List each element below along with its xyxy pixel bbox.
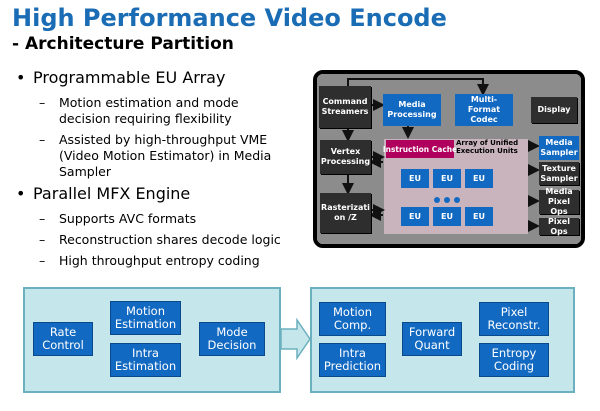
dash-glyph: – (39, 253, 46, 268)
forward-quant-block: Forward Quant (402, 322, 462, 356)
eu-block: EU (465, 207, 493, 226)
display-block: Display (531, 97, 577, 123)
eu-block: EU (465, 169, 493, 188)
bullet-mfx-engine: • Parallel MFX Engine (16, 184, 191, 203)
sub-bullet-line: Motion estimation and mode (59, 95, 239, 110)
motion-comp-block: Motion Comp. (319, 302, 386, 336)
sub-bullet-line: Sampler (59, 164, 112, 179)
dash-glyph: – (39, 232, 46, 247)
sub-bullet-motion-estimation: – Motion estimation and mode decision re… (39, 95, 239, 127)
entropy-coding-block: Entropy Coding (479, 343, 549, 377)
sub-bullet-line: Supports AVC formats (59, 211, 197, 226)
pipeline-arrow-icon (281, 318, 311, 360)
page-subtitle: - Architecture Partition (12, 34, 234, 54)
rate-control-block: Rate Control (33, 322, 93, 356)
page-title: High Performance Video Encode (12, 4, 447, 32)
eu-array-label: Array of Unified Execution Units (456, 139, 519, 155)
bullet-eu-array-text: Programmable EU Array (33, 68, 226, 87)
architecture-arrows (342, 78, 540, 232)
sub-bullet-avc: – Supports AVC formats (39, 211, 197, 227)
media-processing-block: Media Processing (383, 94, 441, 126)
eu-ellipsis-dot (444, 197, 450, 203)
sub-bullet-vme: – Assisted by high-throughput VME (Video… (39, 132, 272, 180)
bullet-glyph: • (16, 68, 26, 87)
sub-bullet-line: High throughput entropy coding (59, 253, 260, 268)
intra-estimation-block: Intra Estimation (110, 343, 181, 377)
eu-block: EU (433, 169, 461, 188)
eu-ellipsis-dot (454, 197, 460, 203)
sub-bullet-line: Reconstruction shares decode logic (59, 232, 281, 247)
vertex-processing-block: Vertex Processing (320, 140, 371, 174)
mode-decision-block: Mode Decision (199, 322, 265, 356)
eu-ellipsis-dot (434, 197, 440, 203)
motion-estimation-block: Motion Estimation (110, 301, 181, 335)
eu-block: EU (433, 207, 461, 226)
eu-block: EU (401, 207, 429, 226)
sub-bullet-line: (Video Motion Estimator) in Media (59, 148, 272, 163)
rasterization-block: Rasterizati on /Z (320, 193, 371, 233)
multiformat-codec-block: Multi-Format Codec (455, 94, 513, 126)
command-streamers-block: Command Streamers (319, 86, 371, 128)
sub-bullet-line: Assisted by high-throughput VME (59, 132, 268, 147)
dash-glyph: – (39, 132, 46, 147)
bullet-eu-array: • Programmable EU Array (16, 68, 226, 87)
intra-prediction-block: Intra Prediction (319, 343, 386, 377)
instruction-cache-block: Instruction Cache (383, 140, 457, 158)
bullet-mfx-engine-text: Parallel MFX Engine (33, 184, 191, 203)
dash-glyph: – (39, 95, 46, 110)
media-sampler-block: Media Sampler (539, 136, 579, 160)
dash-glyph: – (39, 211, 46, 226)
bullet-glyph: • (16, 184, 26, 203)
pixel-reconstr-block: Pixel Reconstr. (479, 302, 549, 336)
texture-sampler-block: Texture Sampler (539, 162, 579, 185)
media-pixel-ops-block: Media Pixel Ops (539, 187, 579, 216)
pixel-ops-block: Pixel Ops (539, 217, 579, 236)
sub-bullet-entropy: – High throughput entropy coding (39, 253, 260, 269)
sub-bullet-reconstruction: – Reconstruction shares decode logic (39, 232, 281, 248)
sub-bullet-line: decision requiring flexibility (59, 111, 232, 126)
eu-block: EU (401, 169, 429, 188)
